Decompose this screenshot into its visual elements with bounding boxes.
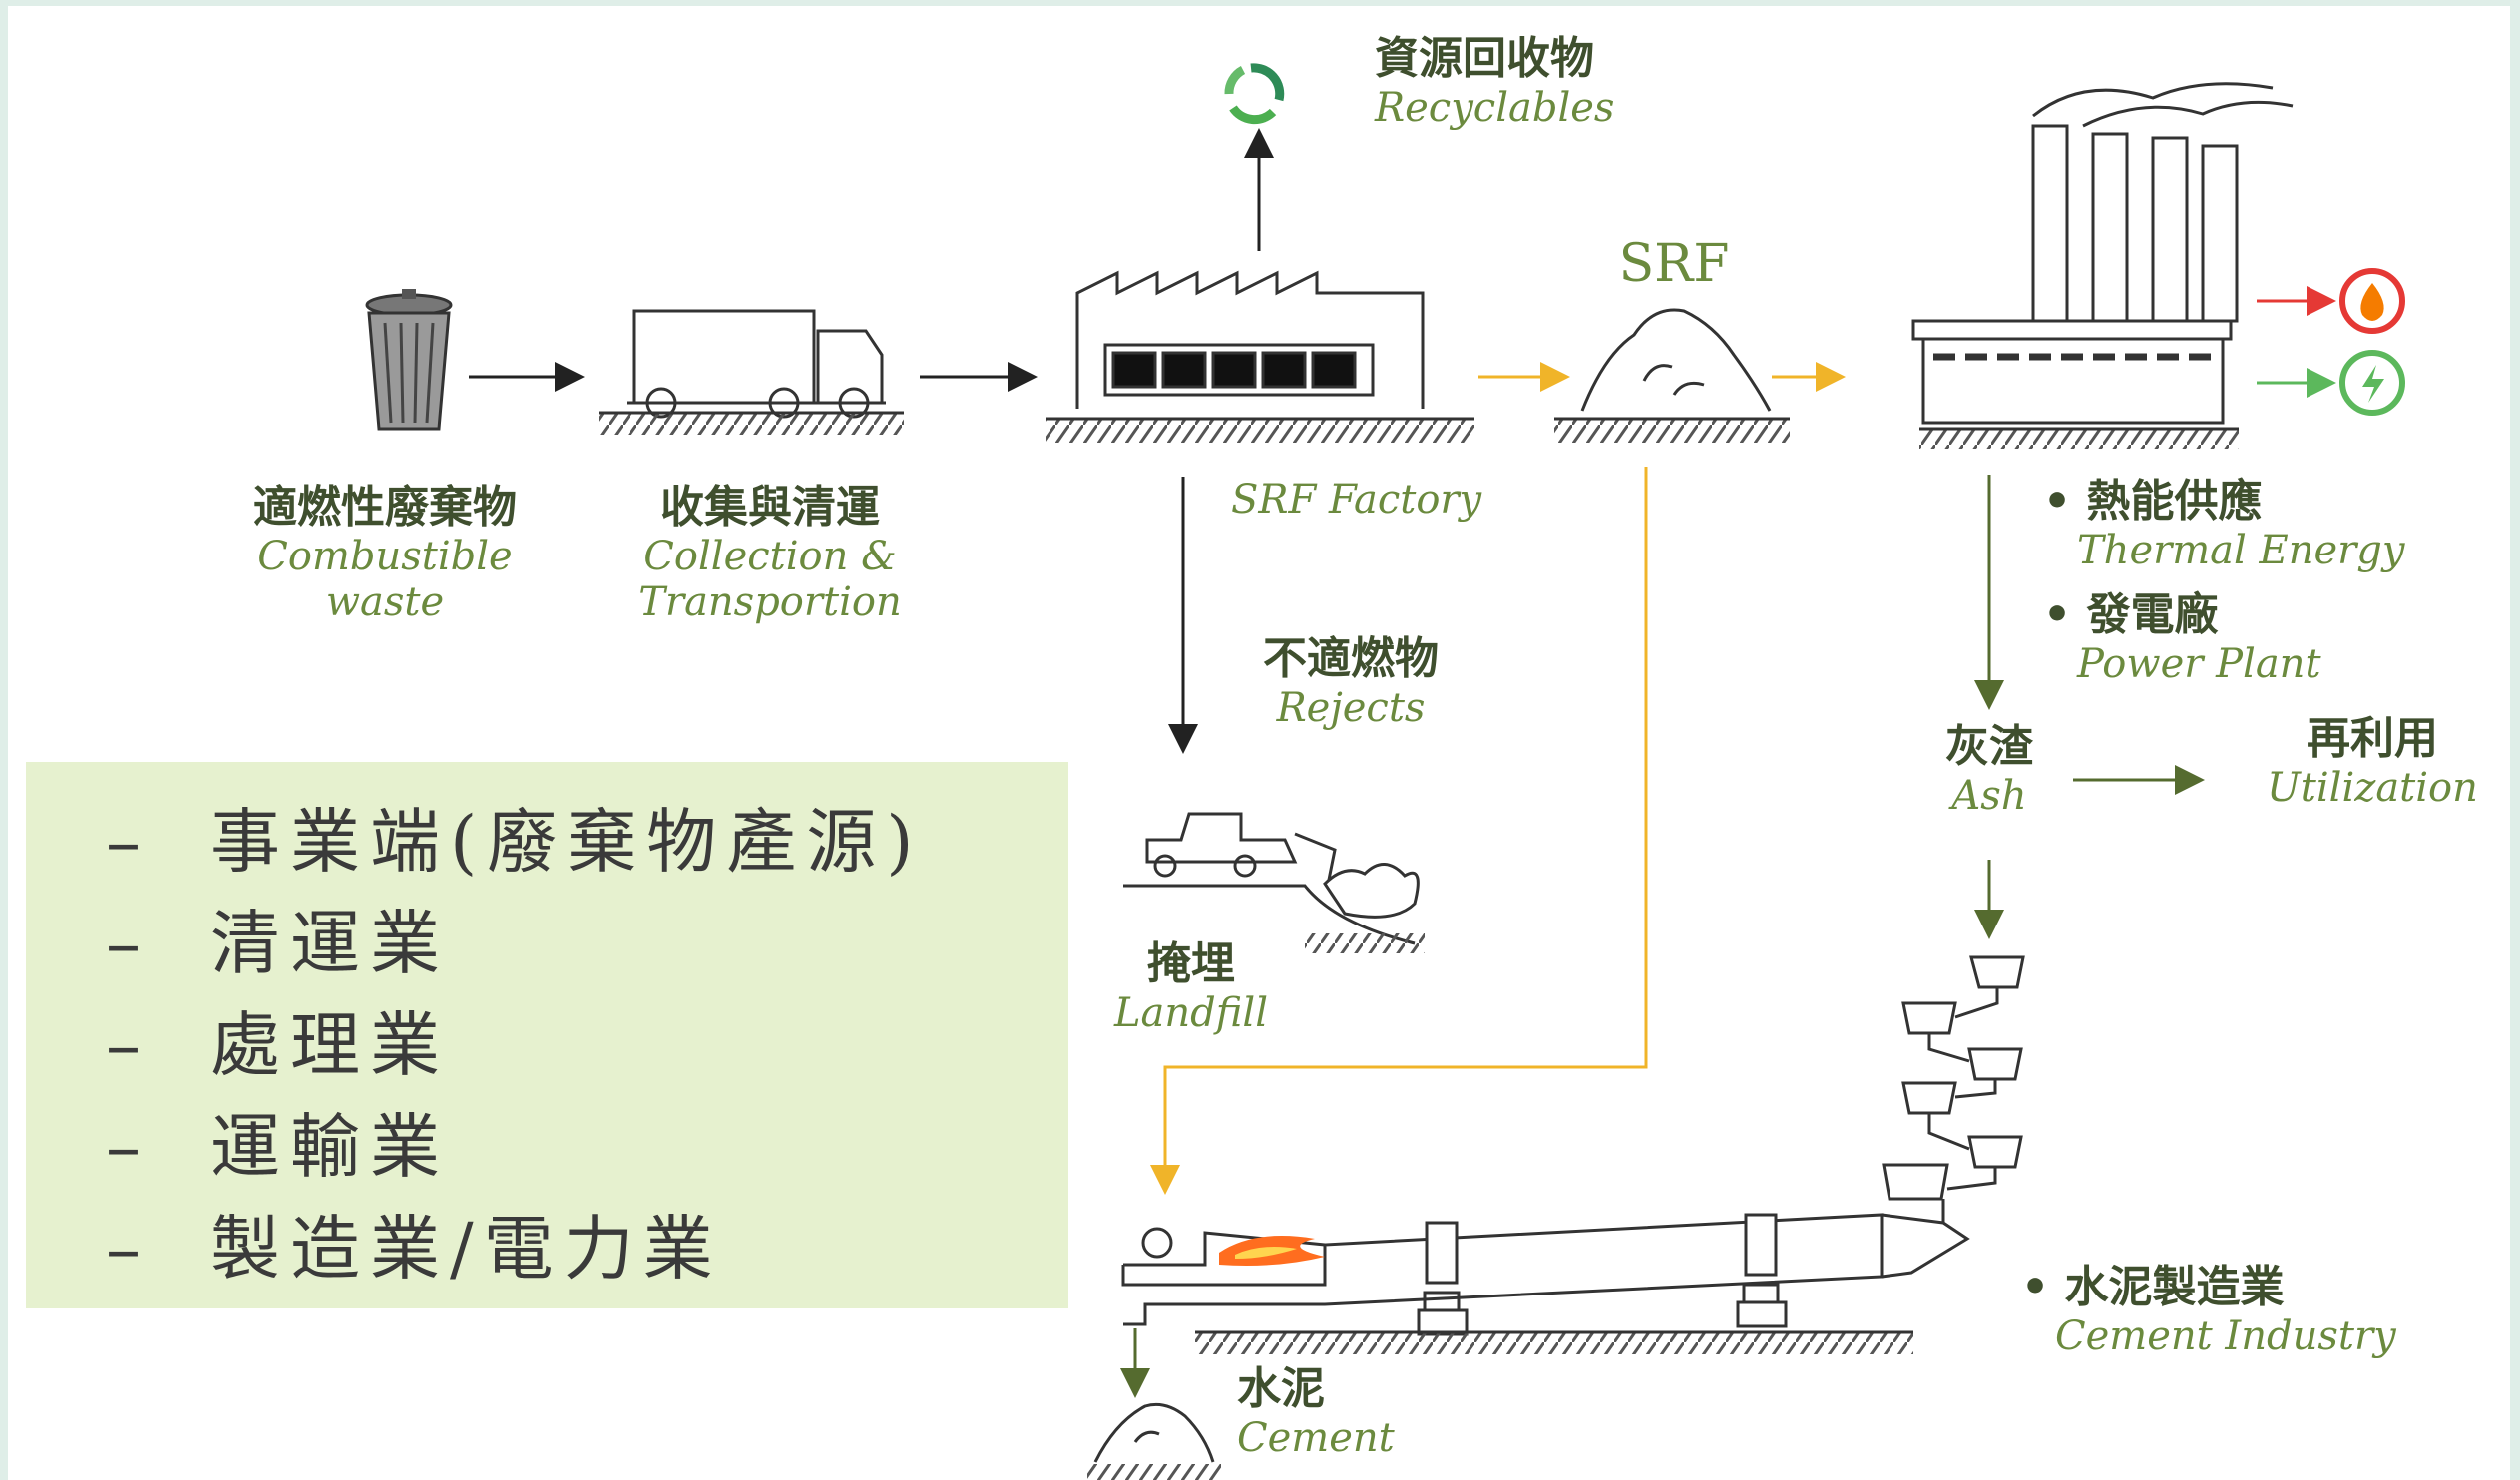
bulldozer-icon [1123,812,1425,953]
label-ash: 灰渣 Ash [1919,721,2059,819]
label-cement-industry: 水泥製造業 Cement Industry [2021,1262,2420,1359]
label-power-zh: 發電廠 [2043,589,2442,641]
legend-item: –處理業 [106,989,450,1090]
label-landfill-en: Landfill [1113,989,1269,1036]
trash-can-icon [365,289,453,431]
label-srf-factory: SRF Factory [1231,477,1530,523]
lightning-icon [2339,350,2405,416]
truck-icon [599,309,904,435]
label-waste-zh: 適燃性廢棄物 [253,482,517,533]
label-cement-industry-en: Cement Industry [2055,1312,2396,1359]
recycle-icon [1224,63,1285,125]
legend-item-label: 運輸業 [210,1106,450,1188]
label-utilization: 再利用 Utilization [2243,713,2502,811]
legend-dash: – [106,1004,151,1086]
legend-dash: – [106,1106,151,1188]
label-collection-en1: Collection & [643,533,897,579]
flow-diagram [365,63,2405,1480]
cyclone-preheater-icon [1882,955,2025,1223]
legend-item-label: 事業端(廢棄物產源) [210,801,924,883]
label-srf-factory-en: SRF Factory [1231,477,1482,523]
legend-dash: – [106,801,151,883]
label-ash-zh: 灰渣 [1945,721,2033,772]
label-srf-en: SRF [1618,234,1730,294]
label-collection: 收集與清運 Collection & Transportion [611,482,930,625]
fire-icon [2339,268,2405,334]
label-waste-en1: Combustible [257,533,513,579]
legend-item-label: 處理業 [210,1004,450,1086]
diagram-canvas: 適燃性廢棄物 Combustible waste 收集與清運 Collectio… [8,6,2510,1480]
label-thermal: 熱能供應 Thermal Energy [2043,476,2442,573]
label-collection-zh: 收集與清運 [660,482,880,533]
legend-dash: – [106,1208,151,1290]
label-collection-en2: Transportion [638,578,902,625]
label-cement-industry-zh: 水泥製造業 [2021,1262,2420,1313]
legend-item: –製造業/電力業 [106,1193,723,1294]
cement-pile-icon [1087,1402,1221,1480]
label-power-en: Power Plant [2077,640,2321,687]
legend-item: –運輸業 [106,1091,450,1192]
label-recyclables-zh: 資源回收物 [1375,33,1594,84]
label-thermal-en: Thermal Energy [2077,527,2405,573]
label-utilization-en: Utilization [2267,764,2478,811]
label-waste: 適燃性廢棄物 Combustible waste [235,482,535,625]
label-srf: SRF [1604,234,1744,295]
label-utilization-zh: 再利用 [2307,713,2438,764]
rotary-kiln-icon [1121,1213,1970,1354]
label-ash-en: Ash [1951,772,2027,819]
label-recyclables-en: Recyclables [1375,84,1615,131]
srf-pile-icon [1554,308,1790,443]
label-landfill: 掩埋 Landfill [1091,938,1291,1036]
label-cement-en: Cement [1237,1414,1395,1461]
flame-icon [1219,1236,1325,1266]
label-waste-en2: waste [325,578,445,625]
legend-item: –事業端(廢棄物產源) [106,786,924,887]
legend-dash: – [106,903,151,984]
label-cement: 水泥 Cement [1237,1363,1437,1461]
label-rejects: 不適燃物 Rejects [1221,633,1480,731]
arrow-srf-to-kiln [1150,467,1648,1195]
legend-item-label: 清運業 [210,903,450,984]
label-rejects-en: Rejects [1276,684,1426,731]
factory-icon [1046,270,1474,443]
label-power: 發電廠 Power Plant [2043,589,2442,687]
power-plant-icon [1911,82,2294,449]
label-cement-zh: 水泥 [1237,1363,1325,1414]
label-landfill-zh: 掩埋 [1147,938,1235,989]
legend-item: –清運業 [106,888,450,988]
label-rejects-zh: 不適燃物 [1263,633,1439,684]
legend-item-label: 製造業/電力業 [210,1208,723,1290]
label-thermal-zh: 熱能供應 [2043,476,2442,528]
legend-box: –事業端(廢棄物產源) –清運業 –處理業 –運輸業 –製造業/電力業 [26,762,1068,1308]
flow-arrows [469,128,2336,1398]
label-recyclables: 資源回收物 Recyclables [1375,33,1674,131]
